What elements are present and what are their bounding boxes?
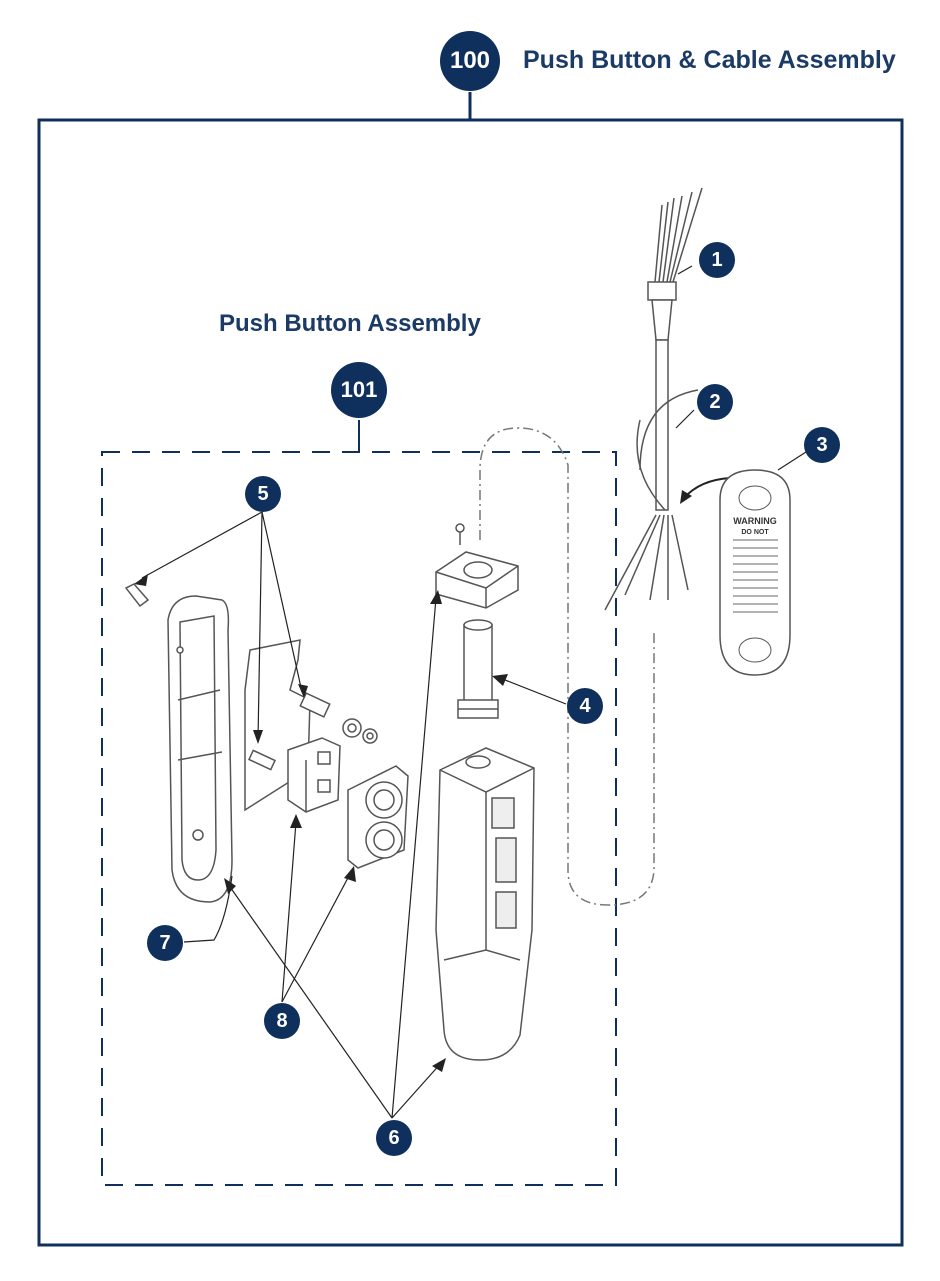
push-buttons bbox=[347, 765, 409, 869]
screws bbox=[124, 583, 378, 771]
warning-subheading: DO NOT bbox=[741, 529, 769, 536]
callout-2: 2 bbox=[697, 384, 733, 420]
assembly-number-badge: 100 bbox=[440, 31, 500, 91]
cable-loop bbox=[479, 427, 655, 906]
main-title: Push Button & Cable Assembly bbox=[523, 46, 896, 74]
arrow-heads bbox=[134, 574, 508, 1072]
callout-7: 7 bbox=[147, 925, 183, 961]
callout-8: 8 bbox=[264, 1003, 300, 1039]
leader-lines bbox=[141, 265, 807, 1119]
pendant-housing bbox=[435, 747, 535, 1061]
warning-heading: WARNING bbox=[733, 516, 777, 526]
top-cap bbox=[435, 523, 519, 609]
sub-title: Push Button Assembly bbox=[219, 310, 481, 337]
rear-cover bbox=[167, 595, 233, 903]
subassembly-number-badge: 101 bbox=[331, 362, 387, 418]
callout-1: 1 bbox=[699, 242, 735, 278]
cable-assembly bbox=[604, 187, 703, 611]
callout-6: 6 bbox=[376, 1120, 412, 1156]
contact-block bbox=[287, 737, 341, 813]
callout-5: 5 bbox=[245, 476, 281, 512]
warning-plate bbox=[719, 469, 791, 676]
callout-3: 3 bbox=[804, 427, 840, 463]
cable-gland bbox=[457, 619, 499, 719]
callout-4: 4 bbox=[567, 688, 603, 724]
gasket bbox=[244, 639, 311, 812]
